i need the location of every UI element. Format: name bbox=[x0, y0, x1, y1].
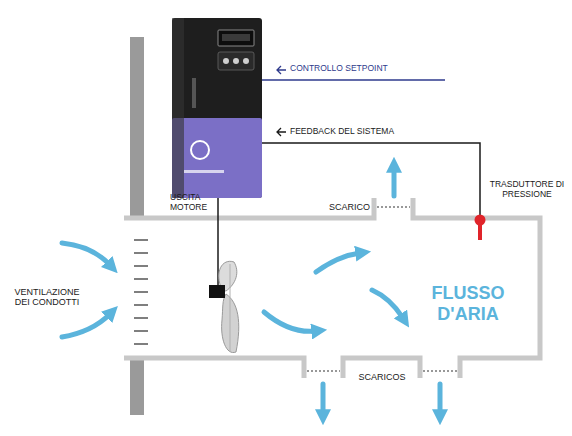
airflow-arrows bbox=[62, 168, 440, 414]
outlet-grille bbox=[423, 370, 457, 372]
drive-cover bbox=[172, 118, 262, 198]
louvers bbox=[134, 240, 148, 344]
outlet-grille bbox=[377, 206, 410, 208]
louver bbox=[134, 330, 148, 332]
drive-logo bbox=[184, 170, 224, 173]
louver bbox=[134, 278, 148, 280]
fan-hub bbox=[209, 285, 225, 298]
signal-label-box: FEEDBACK DEL SISTEMA bbox=[290, 127, 450, 137]
drive-body bbox=[172, 18, 262, 198]
louver bbox=[134, 304, 148, 306]
sensor-label: TRASDUTTORE DI PRESSIONE bbox=[490, 179, 564, 199]
drive-button bbox=[223, 58, 229, 64]
signal-label: CONTROLLO SETPOINT bbox=[290, 63, 388, 73]
airflow-arrow bbox=[438, 384, 443, 414]
drive-logo bbox=[191, 141, 209, 159]
drive-display bbox=[218, 30, 254, 46]
outlet-label-box: SCARICOS bbox=[345, 372, 419, 382]
variable-speed-drive bbox=[172, 18, 262, 198]
inlet-label-box: VENTILAZIONE DEI CONDOTTI bbox=[6, 287, 88, 308]
fan-axis bbox=[230, 264, 231, 352]
output-label-box: USCITA MOTORE bbox=[170, 193, 211, 213]
drive-button bbox=[233, 58, 239, 64]
airflow-arrow bbox=[392, 168, 397, 196]
drive-display bbox=[222, 34, 250, 41]
airflow-label-box: FLUSSO D'ARIA bbox=[420, 283, 516, 324]
wall bbox=[130, 37, 144, 218]
inlet-label: VENTILAZIONE DEI CONDOTTI bbox=[14, 287, 79, 307]
outlet-label-box: SCARICO bbox=[323, 202, 370, 212]
airflow-arrow bbox=[264, 312, 316, 331]
wall bbox=[130, 358, 144, 415]
duct-wall bbox=[124, 198, 540, 378]
pointer-arrow bbox=[277, 128, 286, 136]
feedback-wire bbox=[262, 143, 480, 216]
airflow-arrow bbox=[316, 253, 360, 272]
airflow-arrow bbox=[62, 314, 110, 337]
output-label: USCITA MOTORE bbox=[170, 192, 207, 212]
louver bbox=[134, 291, 148, 293]
airflow-label: FLUSSO D'ARIA bbox=[431, 283, 504, 324]
pointer-arrow bbox=[277, 66, 286, 74]
airflow-arrow bbox=[321, 384, 326, 414]
drive-side bbox=[172, 18, 184, 198]
drive-logo-bar bbox=[192, 78, 196, 108]
outlet-grille bbox=[307, 370, 340, 372]
airflow-arrow bbox=[62, 243, 110, 265]
louver bbox=[134, 317, 148, 319]
airflow-arrow bbox=[372, 290, 403, 318]
louver bbox=[134, 252, 148, 254]
louver bbox=[134, 343, 148, 345]
louver bbox=[134, 265, 148, 267]
louver bbox=[134, 239, 148, 241]
outlet-label: SCARICO bbox=[329, 202, 370, 212]
signal-label-box: CONTROLLO SETPOINT bbox=[290, 64, 440, 74]
sensor-label-box: TRASDUTTORE DI PRESSIONE bbox=[487, 180, 567, 200]
setpoint-wire bbox=[262, 79, 445, 81]
outlet-label: SCARICOS bbox=[358, 372, 405, 382]
duct-interior bbox=[144, 198, 540, 378]
drive-button bbox=[243, 58, 249, 64]
drive-keypad bbox=[218, 52, 254, 70]
signal-label: FEEDBACK DEL SISTEMA bbox=[290, 126, 394, 136]
pressure-transducer bbox=[478, 220, 482, 240]
